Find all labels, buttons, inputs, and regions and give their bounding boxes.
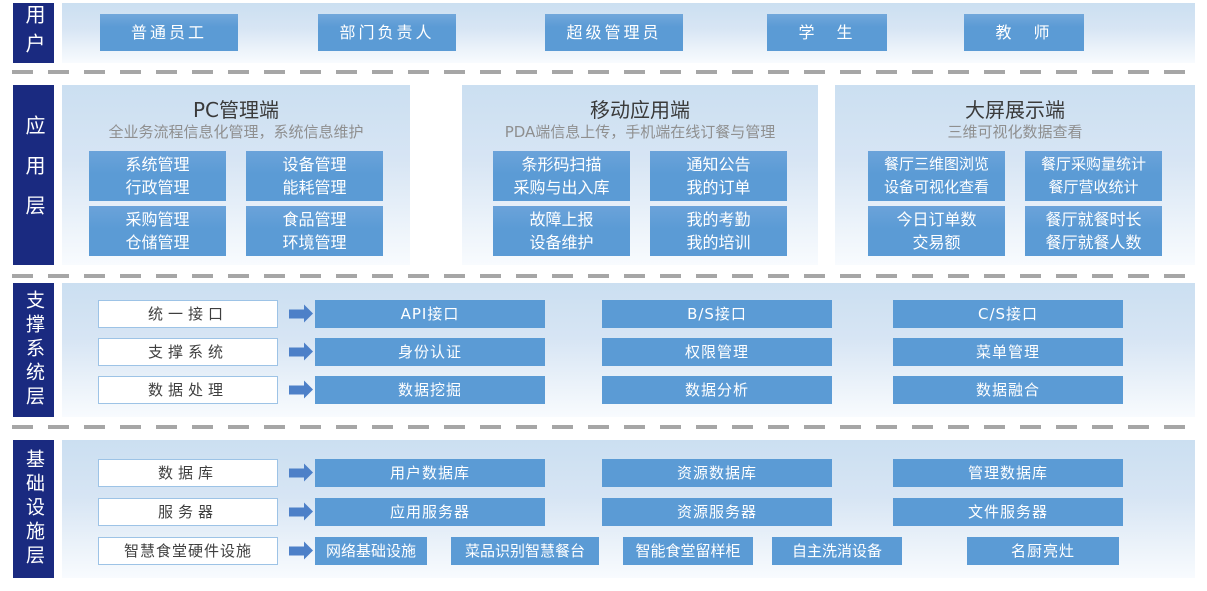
- separator-dashed-1: [12, 70, 1197, 74]
- infra-item: 文件服务器: [893, 498, 1123, 526]
- support-item: 数据分析: [602, 376, 832, 404]
- role-student: 学 生: [767, 14, 887, 51]
- section-title: 大屏展示端: [965, 98, 1065, 122]
- support-item: 权限管理: [602, 338, 832, 366]
- infra-item: 名厨亮灶: [967, 537, 1119, 565]
- support-item: 菜单管理: [893, 338, 1123, 366]
- section-subtitle: PDA端信息上传，手机端在线订餐与管理: [504, 123, 776, 141]
- infra-item: 网络基础设施: [315, 537, 427, 565]
- section-big-screen: 大屏展示端 三维可视化数据查看 餐厅三维图浏览 设备可视化查看 餐厅采购量统计 …: [835, 85, 1195, 265]
- module-box: 餐厅三维图浏览 设备可视化查看: [868, 151, 1005, 201]
- module-box: 采购管理 仓储管理: [89, 206, 226, 256]
- module-box: 今日订单数 交易额: [868, 206, 1005, 256]
- infra-item: 自主洗消设备: [772, 537, 902, 565]
- infra-item: 用户数据库: [315, 459, 545, 487]
- support-item: B/S接口: [602, 300, 832, 328]
- row-category-box: 智慧食堂硬件设施: [98, 537, 278, 565]
- infra-item: 菜品识别智慧餐台: [451, 537, 599, 565]
- separator-dashed-2: [12, 274, 1197, 278]
- module-box: 我的考勤 我的培训: [650, 206, 787, 256]
- layer-tab-users: 用户: [13, 3, 54, 63]
- support-item: C/S接口: [893, 300, 1123, 328]
- support-item: 数据挖掘: [315, 376, 545, 404]
- row-category-box: 统一接口: [98, 300, 278, 328]
- right-arrow-icon: [289, 380, 313, 399]
- right-arrow-icon: [289, 541, 313, 560]
- module-box: 餐厅就餐时长 餐厅就餐人数: [1025, 206, 1162, 256]
- layer-tab-infrastructure: 基础设施层: [13, 440, 54, 578]
- support-row-systems: 支撑系统 身份认证 权限管理 菜单管理: [62, 338, 1195, 366]
- support-panel: 统一接口 API接口 B/S接口 C/S接口 支撑系统 身份认证 权限管理 菜单…: [62, 283, 1195, 417]
- section-subtitle: 三维可视化数据查看: [947, 123, 1083, 141]
- role-teacher: 教 师: [964, 14, 1084, 51]
- infra-item: 资源数据库: [602, 459, 832, 487]
- layer-tab-application: 应用层: [13, 85, 54, 265]
- infra-item: 智能食堂留样柜: [623, 537, 753, 565]
- support-item: 身份认证: [315, 338, 545, 366]
- support-row-interface: 统一接口 API接口 B/S接口 C/S接口: [62, 300, 1195, 328]
- layer-tab-support: 支撑系统层: [13, 283, 54, 417]
- infra-row-server: 服务器 应用服务器 资源服务器 文件服务器: [62, 498, 1195, 526]
- module-box: 设备管理 能耗管理: [246, 151, 383, 201]
- infra-panel: 数据库 用户数据库 资源数据库 管理数据库 服务器 应用服务器 资源服务器 文件…: [62, 440, 1195, 578]
- section-title: 移动应用端: [590, 98, 690, 122]
- support-item: 数据融合: [893, 376, 1123, 404]
- module-box: 条形码扫描 采购与出入库: [493, 151, 630, 201]
- row-category-box: 服务器: [98, 498, 278, 526]
- module-box: 故障上报 设备维护: [493, 206, 630, 256]
- right-arrow-icon: [289, 463, 313, 482]
- right-arrow-icon: [289, 342, 313, 361]
- infra-row-database: 数据库 用户数据库 资源数据库 管理数据库: [62, 459, 1195, 487]
- section-subtitle: 全业务流程信息化管理，系统信息维护: [108, 123, 364, 141]
- role-department-head: 部门负责人: [318, 14, 456, 51]
- infra-item: 管理数据库: [893, 459, 1123, 487]
- row-category-box: 数据库: [98, 459, 278, 487]
- module-box: 食品管理 环境管理: [246, 206, 383, 256]
- infra-row-hardware: 智慧食堂硬件设施 网络基础设施 菜品识别智慧餐台 智能食堂留样柜 自主洗消设备 …: [62, 537, 1195, 565]
- right-arrow-icon: [289, 304, 313, 323]
- infra-item: 资源服务器: [602, 498, 832, 526]
- row-category-box: 数据处理: [98, 376, 278, 404]
- section-mobile-app: 移动应用端 PDA端信息上传，手机端在线订餐与管理 条形码扫描 采购与出入库 通…: [462, 85, 818, 265]
- right-arrow-icon: [289, 502, 313, 521]
- users-panel: 普通员工 部门负责人 超级管理员 学 生 教 师: [62, 3, 1195, 63]
- module-box: 通知公告 我的订单: [650, 151, 787, 201]
- row-category-box: 支撑系统: [98, 338, 278, 366]
- role-ordinary-staff: 普通员工: [100, 14, 238, 51]
- module-box: 系统管理 行政管理: [89, 151, 226, 201]
- section-pc-admin: PC管理端 全业务流程信息化管理，系统信息维护 系统管理 行政管理 设备管理 能…: [62, 85, 410, 265]
- module-box: 餐厅采购量统计 餐厅营收统计: [1025, 151, 1162, 201]
- support-row-data: 数据处理 数据挖掘 数据分析 数据融合: [62, 376, 1195, 404]
- separator-dashed-3: [12, 425, 1197, 429]
- infra-item: 应用服务器: [315, 498, 545, 526]
- support-item: API接口: [315, 300, 545, 328]
- section-title: PC管理端: [192, 98, 280, 122]
- role-super-admin: 超级管理员: [545, 14, 683, 51]
